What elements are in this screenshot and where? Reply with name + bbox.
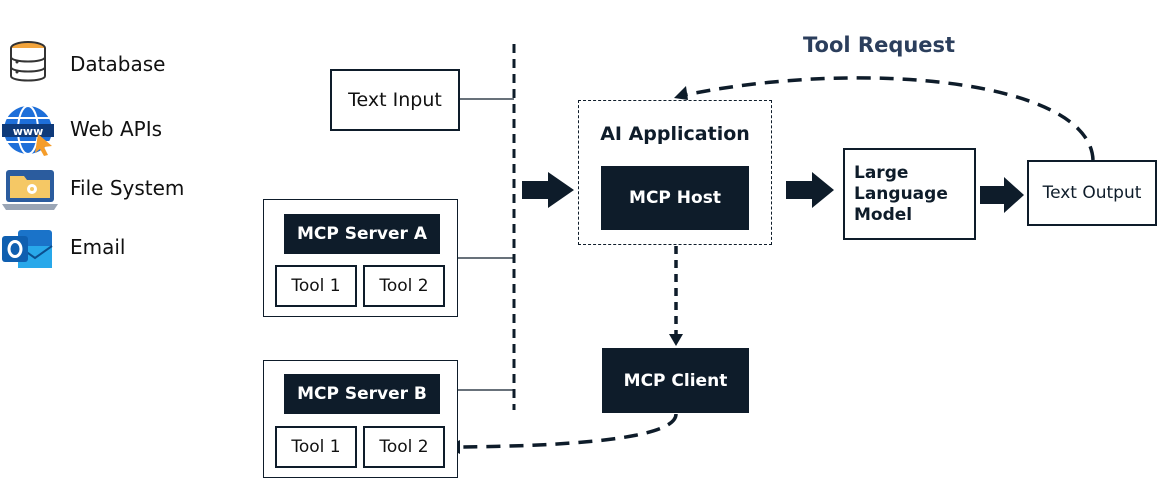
server-b-title: MCP Server B — [284, 374, 440, 414]
tool-request-arrow — [679, 76, 1095, 161]
client-to-tool-arrow — [459, 413, 678, 449]
tool-request-label: Tool Request — [803, 33, 956, 57]
tool-request-arrowhead — [674, 86, 688, 100]
text-output-box: Text Output — [1027, 160, 1157, 226]
text-input-box: Text Input — [330, 69, 460, 131]
llm-line-1: Large — [854, 163, 909, 183]
arrow-host-to-llm — [786, 172, 834, 208]
llm-box: Large Language Model — [843, 148, 976, 240]
ai-application-box: AI Application MCP Host — [578, 100, 772, 245]
database-icon — [10, 41, 46, 82]
arrow-into-app — [522, 172, 574, 208]
ai-application-title: AI Application — [600, 123, 750, 145]
server-b-group: MCP Server B Tool 1 Tool 2 — [263, 360, 458, 478]
server-a-group: MCP Server A Tool 1 Tool 2 — [263, 199, 458, 317]
legend-label-file-system: File System — [70, 176, 185, 200]
mcp-host-box: MCP Host — [601, 166, 749, 230]
outlook-icon — [2, 230, 53, 268]
legend-label-web-apis: Web APIs — [70, 117, 163, 141]
server-b-tool-2: Tool 2 — [363, 426, 445, 468]
server-a-tool-1: Tool 1 — [275, 265, 357, 307]
llm-line-2: Language — [854, 184, 948, 204]
legend-label-email: Email — [70, 235, 126, 259]
legend-label-database: Database — [70, 52, 166, 76]
svg-text:www: www — [13, 125, 44, 138]
legend: Database www Web APIs File System Email — [0, 30, 240, 280]
folder-laptop-icon — [2, 170, 58, 210]
globe-www-icon: www — [2, 105, 54, 156]
server-a-title: MCP Server A — [284, 214, 440, 254]
llm-line-3: Model — [854, 205, 913, 225]
server-b-tool-1: Tool 1 — [275, 426, 357, 468]
mcp-client-box: MCP Client — [602, 348, 749, 413]
arrow-llm-to-output — [980, 177, 1024, 213]
server-a-tool-2: Tool 2 — [363, 265, 445, 307]
host-to-client-arrowhead — [669, 334, 683, 346]
